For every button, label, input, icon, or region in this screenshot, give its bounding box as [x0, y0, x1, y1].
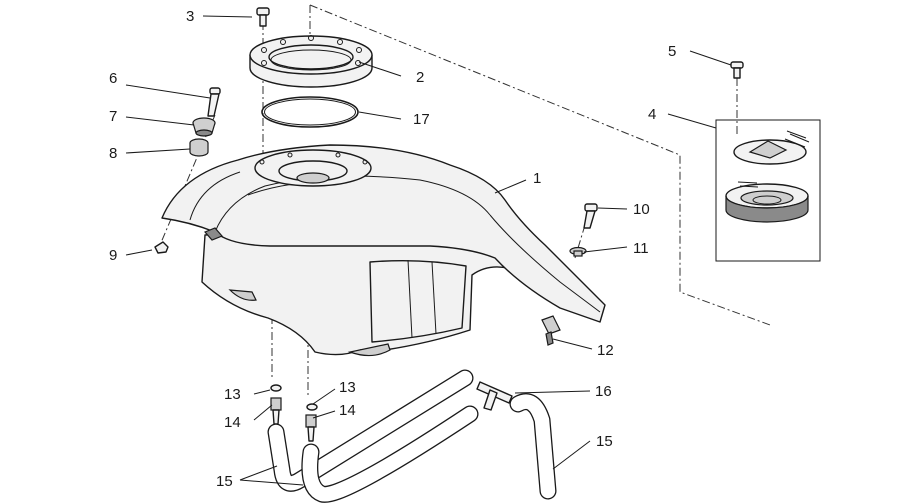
o-ring-gasket	[261, 96, 359, 128]
fuel-hoses	[267, 369, 557, 503]
callout-14-right: 14	[339, 402, 356, 419]
callout-17: 17	[413, 111, 430, 128]
spacer-8	[189, 138, 209, 157]
screw-3	[256, 7, 270, 27]
fitting-right	[305, 403, 318, 442]
screw-5	[730, 61, 744, 79]
callout-8: 8	[109, 145, 117, 162]
rubber-damper-7	[192, 117, 216, 137]
filler-cap-assembly	[715, 119, 821, 262]
callout-16: 16	[595, 383, 612, 400]
callout-6: 6	[109, 70, 117, 87]
bolt-6	[207, 87, 221, 117]
callout-10: 10	[633, 201, 650, 218]
fuel-tank-body	[161, 144, 606, 357]
callout-labels: 3 2 6 7 8 9 17 1 5 4 10 11 12 13 14 13 1…	[109, 8, 676, 490]
fitting-left	[270, 384, 282, 425]
callout-1: 1	[533, 170, 541, 187]
callout-12: 12	[597, 342, 614, 359]
callout-3: 3	[186, 8, 194, 25]
callout-14-left: 14	[224, 414, 241, 431]
callout-15-left: 15	[216, 473, 233, 490]
assembly-guide-lines	[159, 4, 771, 398]
callout-5: 5	[668, 43, 676, 60]
callout-15-right: 15	[596, 433, 613, 450]
tank-flange-ring	[249, 35, 373, 88]
callout-4: 4	[648, 106, 656, 123]
rubber-mount-12	[541, 315, 561, 346]
callout-11: 11	[633, 240, 649, 257]
callout-13-left: 13	[224, 386, 241, 403]
callout-7: 7	[109, 108, 117, 125]
tee-connector-16	[476, 381, 513, 411]
bolt-10	[583, 203, 598, 229]
callout-2: 2	[416, 69, 424, 86]
washer-11	[569, 246, 587, 257]
callout-9: 9	[109, 247, 117, 264]
clip-9	[154, 241, 169, 254]
leader-lines	[125, 15, 732, 486]
callout-13-right: 13	[339, 379, 356, 396]
